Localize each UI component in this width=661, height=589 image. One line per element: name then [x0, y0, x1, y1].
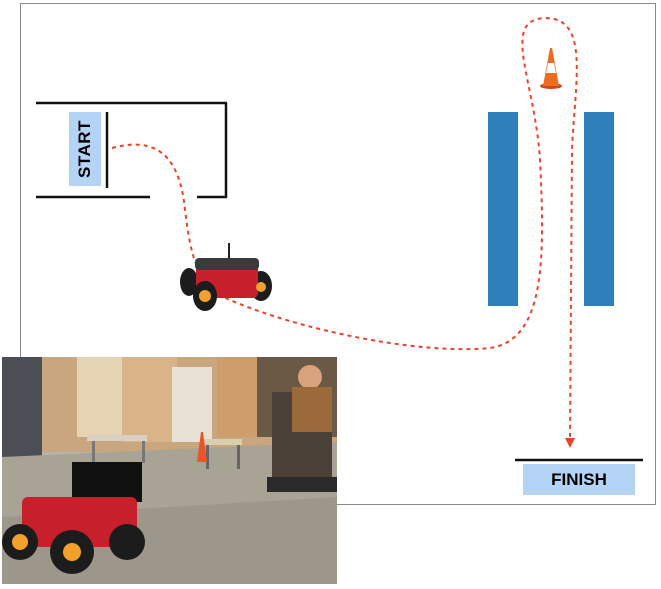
photo-inset — [2, 357, 337, 584]
pillar-right — [584, 112, 614, 306]
pioneer-robot-icon — [180, 243, 272, 311]
finish-label: FINISH — [523, 464, 635, 495]
robot-experiment-photo — [2, 357, 337, 584]
traffic-cone-icon — [540, 48, 562, 89]
path-arrowhead — [565, 438, 575, 448]
start-enclosure — [36, 103, 227, 198]
pillar-left — [488, 112, 518, 306]
start-label: START — [69, 112, 101, 186]
